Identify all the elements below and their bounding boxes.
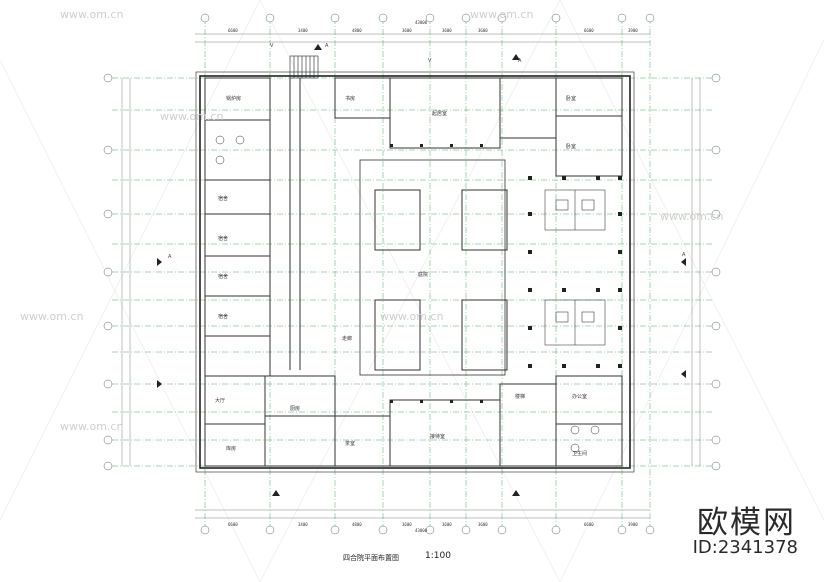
svg-text:3600: 3600	[478, 28, 488, 33]
svg-text:3600: 3600	[442, 522, 452, 527]
svg-text:4800: 4800	[352, 522, 362, 527]
watermark-faint: www.om.cn	[60, 420, 124, 433]
svg-text:V: V	[428, 58, 432, 64]
stair-top	[289, 55, 319, 79]
svg-text:6600: 6600	[228, 28, 238, 33]
room-label-stair: 楼梯	[515, 393, 525, 400]
room-label-bedroom-1: 卧室	[566, 95, 576, 102]
room-label-courtyard: 庭院	[418, 271, 428, 278]
dimension-lines	[121, 33, 701, 519]
room-label-dorm-4: 宿舍	[218, 313, 228, 320]
room-label-storage: 库房	[226, 445, 236, 452]
svg-text:6600: 6600	[228, 522, 238, 527]
watermark-faint: www.om.cn	[470, 8, 534, 21]
room-label-corridor: 走廊	[342, 335, 352, 342]
room-label-reception: 接待室	[430, 433, 445, 440]
svg-text:3600: 3600	[478, 522, 488, 527]
svg-text:3600: 3600	[402, 522, 412, 527]
drawing-title: 四合院平面布置图	[343, 554, 399, 562]
svg-text:3900: 3900	[628, 522, 638, 527]
room-labels: 锅炉房 宿舍 宿舍 宿舍 宿舍 大厅 库房 书房 起居室 卧室 卧室 庭院 走廊…	[215, 95, 587, 457]
svg-text:3400: 3400	[298, 28, 308, 33]
section-markers	[157, 44, 686, 496]
room-label-study: 书房	[345, 95, 355, 102]
room-label-hall: 大厅	[215, 397, 225, 404]
watermark-faint: www.om.cn	[20, 310, 84, 323]
axis-bubbles	[103, 13, 721, 535]
room-label-tea: 茶室	[345, 440, 355, 447]
svg-text:6600: 6600	[584, 522, 594, 527]
right-wing-fixtures	[544, 189, 606, 346]
room-label-office: 办公室	[572, 393, 587, 400]
columns	[390, 144, 622, 403]
room-label-living: 起居室	[432, 110, 447, 117]
watermark-faint: www.om.cn	[380, 310, 444, 323]
svg-text:3600: 3600	[442, 28, 452, 33]
room-label-bedroom-2: 卧室	[566, 143, 576, 150]
axis-letters: V V A A A A	[168, 43, 686, 260]
dimension-numbers-top: 6600 3400 4800 3600 3600 3600 6600 3900 …	[228, 20, 638, 33]
svg-text:43800: 43800	[415, 528, 428, 533]
exterior-walls	[195, 71, 635, 473]
room-label-dorm-1: 宿舍	[218, 195, 228, 202]
room-label-dorm-2: 宿舍	[218, 235, 228, 242]
watermark-brand: 欧模网	[697, 505, 796, 541]
svg-text:4800: 4800	[352, 28, 362, 33]
room-label-kitchen: 厨房	[290, 405, 300, 412]
svg-text:3400: 3400	[298, 522, 308, 527]
watermark-id: ID:2341378	[692, 537, 798, 558]
svg-text:A: A	[168, 254, 172, 260]
svg-text:A: A	[325, 43, 329, 49]
svg-text:3900: 3900	[628, 28, 638, 33]
svg-text:A: A	[518, 58, 522, 64]
drawing-scale: 1:100	[425, 551, 451, 561]
svg-text:A: A	[682, 252, 686, 258]
interior-walls	[204, 77, 623, 467]
svg-text:43800: 43800	[415, 20, 428, 25]
watermark-faint: www.om.cn	[60, 8, 124, 21]
svg-text:V: V	[270, 43, 274, 49]
room-label-boiler: 锅炉房	[226, 95, 241, 102]
room-label-dorm-3: 宿舍	[218, 273, 228, 280]
svg-text:3600: 3600	[402, 28, 412, 33]
dimension-numbers-bottom: 6600 3400 4800 3600 3600 3600 6600 3900 …	[228, 522, 638, 533]
watermark-faint: www.om.cn	[660, 210, 724, 223]
toilet-fixtures	[215, 135, 600, 453]
room-label-toilet: 卫生间	[572, 450, 587, 457]
watermark-faint: www.om.cn	[160, 110, 224, 123]
svg-text:6600: 6600	[584, 28, 594, 33]
